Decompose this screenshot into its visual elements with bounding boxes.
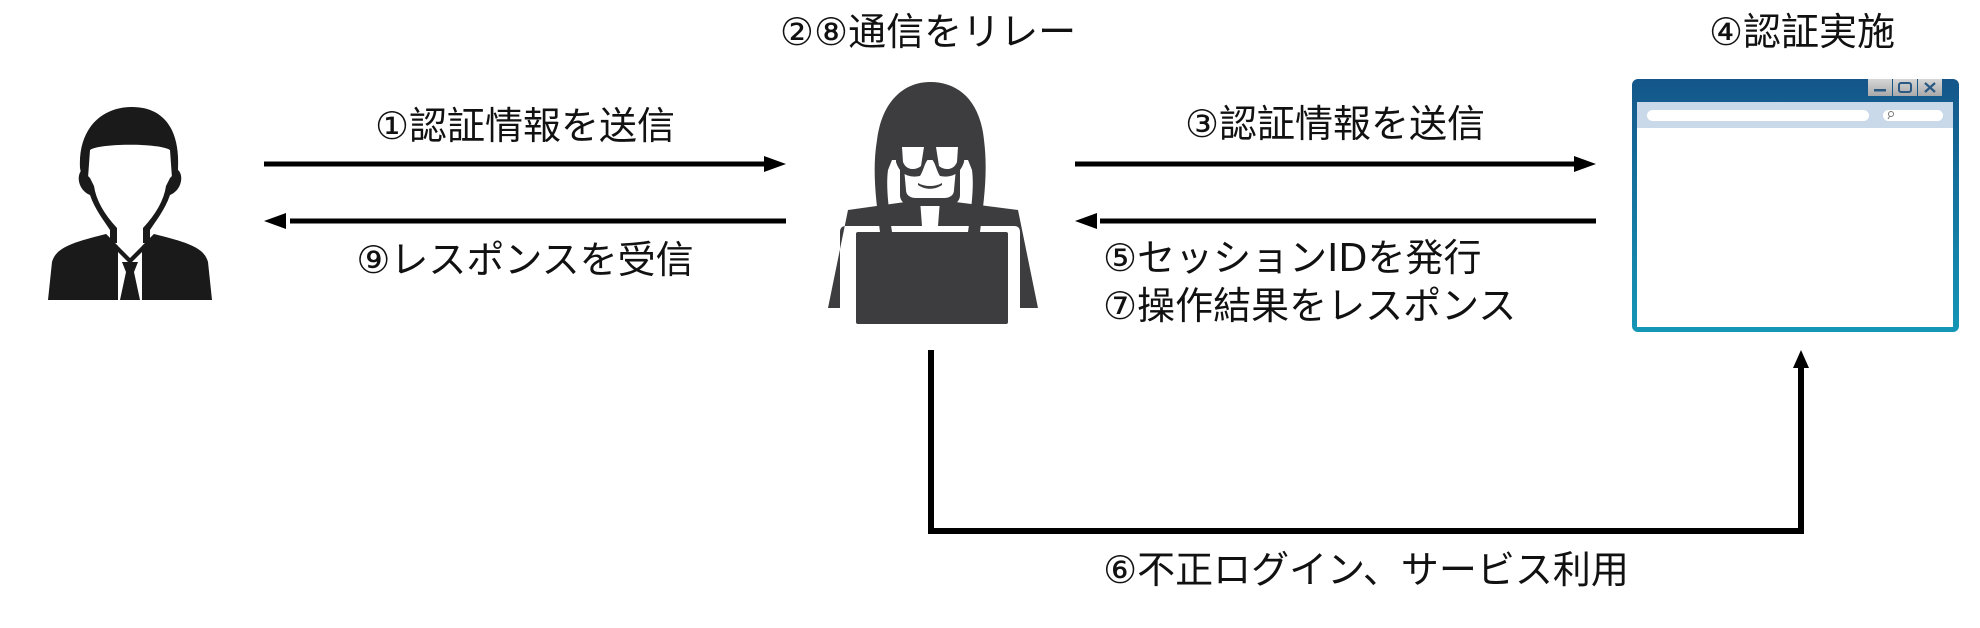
step5-label: ⑤セッションIDを発行 (1103, 236, 1482, 280)
search-icon (1888, 111, 1894, 117)
search-box (1883, 110, 1943, 121)
step9-label: ⑨レスポンスを受信 (356, 238, 694, 282)
step3-label: ③認証情報を送信 (1184, 102, 1486, 146)
minimize-button (1868, 79, 1892, 96)
step7-label: ⑦操作結果をレスポンス (1103, 284, 1517, 328)
browser-window-icon (1632, 79, 1959, 332)
arrow-step9-attacker-to-user (264, 213, 786, 229)
attacker-caption: ②⑧通信をリレー (779, 10, 1077, 54)
businessman-icon (48, 106, 212, 300)
arrow-step6-attacker-to-server (928, 350, 1809, 534)
hacker-with-laptop-icon (828, 82, 1038, 324)
arrow-step3-attacker-to-server (1075, 156, 1596, 172)
minimize-icon (1874, 89, 1886, 92)
maximize-button (1893, 79, 1917, 96)
window-controls (1868, 79, 1942, 96)
address-bar (1647, 110, 1869, 121)
arrow-step5-server-to-attacker (1075, 213, 1596, 229)
close-icon (1924, 82, 1936, 93)
arrow-step1-user-to-attacker (264, 156, 786, 172)
step6-label: ⑥不正ログイン、サービス利用 (1103, 548, 1629, 592)
step1-label: ①認証情報を送信 (374, 104, 676, 148)
server-caption: ④認証実施 (1708, 10, 1896, 54)
maximize-icon (1898, 82, 1912, 93)
